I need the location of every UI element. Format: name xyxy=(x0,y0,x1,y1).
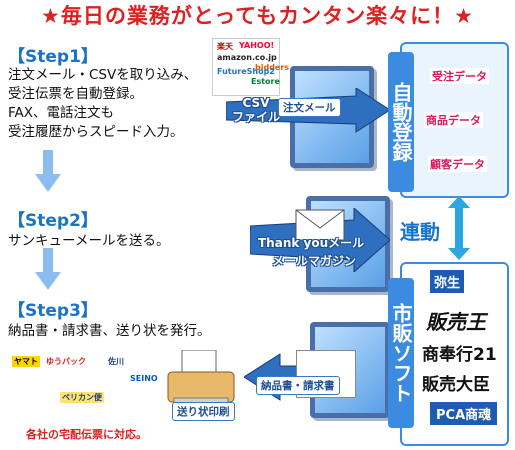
courier-logos: ヤマト ゆうパック 佐川 SEINO ペリカン便 xyxy=(10,352,158,418)
link-label: 連動 xyxy=(400,220,440,244)
thank-you-mail-label: Thank youメール xyxy=(258,236,365,250)
courier-note: 各社の宅配伝票に対応。 xyxy=(26,428,147,441)
step1-label: 【Step1】 xyxy=(8,47,98,67)
yamato-logo: ヤマト xyxy=(12,356,40,367)
step3-line: 納品書・請求書、送り状を発行。 xyxy=(8,323,211,339)
shop-logos: 楽天 YAHOO! amazon.co.jp bidders FutureSho… xyxy=(212,38,289,96)
step2-text: サンキューメールを送る。 xyxy=(8,232,169,251)
step1-line: FAX、電話注文も xyxy=(8,105,115,121)
order-mail-label: 注文メール xyxy=(278,98,341,117)
retail-software-label: 市販ソフト xyxy=(388,278,414,428)
shobugyo-logo: 商奉行21 xyxy=(422,345,497,365)
mail-magazine-label: メールマガジン xyxy=(272,254,357,268)
order-data-label: 受注データ xyxy=(430,68,489,84)
down-arrow-icon xyxy=(35,150,61,192)
yupack-logo: ゆうパック xyxy=(46,357,86,366)
amazon-logo: amazon.co.jp xyxy=(217,53,277,62)
hanbaidaijin-logo: 販売大臣 xyxy=(422,375,490,395)
hanbaiou-logo: 販売王 xyxy=(426,310,486,334)
step3-label: 【Step3】 xyxy=(8,301,98,321)
step3-text: 納品書・請求書、送り状を発行。 xyxy=(8,322,211,341)
sagawa-logo: 佐川 xyxy=(108,357,124,366)
customer-data-label: 顧客データ xyxy=(428,156,487,172)
step2-label: 【Step2】 xyxy=(8,211,98,231)
envelope-icon xyxy=(250,208,390,272)
futureshop-logo: FutureShop2 xyxy=(217,67,275,76)
auto-register-label: 自動登録 xyxy=(388,52,414,192)
pelican-logo: ペリカン便 xyxy=(60,392,104,403)
step1-line: 受注伝票を自動登録。 xyxy=(8,86,143,102)
estore-logo: Estore xyxy=(251,77,280,86)
product-data-label: 商品データ xyxy=(424,112,483,128)
yahoo-logo: YAHOO! xyxy=(239,41,275,50)
rakuten-logo: 楽天 xyxy=(217,42,233,51)
delivery-invoice-label: 納品書・請求書 xyxy=(256,376,340,395)
pca-shokon-logo: PCA商魂 xyxy=(430,402,498,425)
bidders-logo: bidders xyxy=(255,63,290,72)
page-title: ★毎日の業務がとってもカンタン楽々に！★ xyxy=(41,4,474,28)
yayoi-logo: 弥生 xyxy=(430,270,465,293)
down-arrow-icon xyxy=(35,248,61,290)
step1-line: 注文メール・CSVを取り込み、 xyxy=(8,67,198,83)
step1-line: 受注履歴からスピード入力。 xyxy=(8,124,184,140)
seino-logo: SEINO xyxy=(130,374,158,383)
bidirectional-arrow-icon xyxy=(448,196,470,260)
waybill-print-label: 送り状印刷 xyxy=(172,402,235,421)
step2-line: サンキューメールを送る。 xyxy=(8,233,170,249)
step1-text: 注文メール・CSVを取り込み、 受注伝票を自動登録。 FAX、電話注文も 受注履… xyxy=(8,66,197,142)
